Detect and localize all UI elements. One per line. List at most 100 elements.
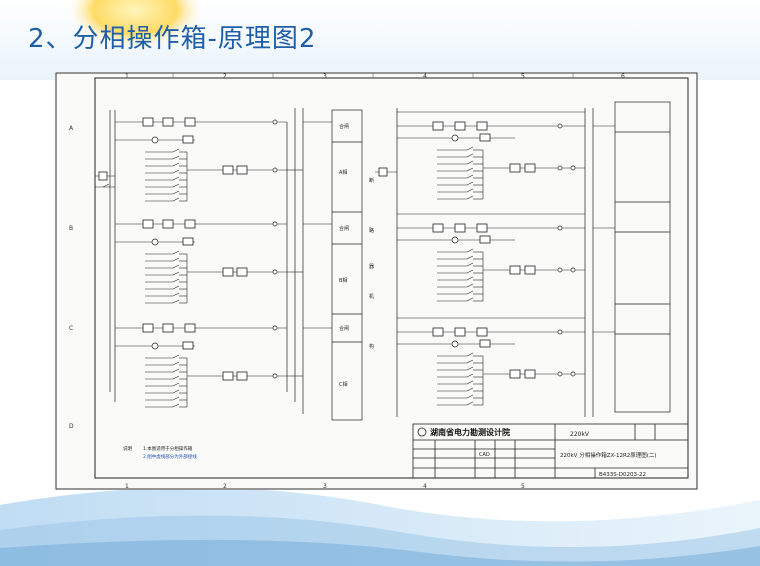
terminal <box>557 165 563 171</box>
vertical-text-5: 构 <box>369 343 374 350</box>
switch-contact <box>172 403 180 408</box>
grid-col-6: 6 <box>621 73 625 80</box>
terminal <box>272 221 278 227</box>
relay-coil <box>162 323 174 333</box>
note-line-2: 2.图中虚线部分为外部接线 <box>143 453 197 460</box>
switch-contact <box>172 264 180 269</box>
title-block <box>412 423 689 479</box>
terminal <box>557 225 563 231</box>
terminal <box>570 267 576 273</box>
relay-coil <box>524 163 536 173</box>
switch-contact <box>172 375 180 380</box>
title-block-org: 湖南省电力勘测设计院 <box>430 427 510 437</box>
title-block-project: 220kV 分相操作箱ZX-12R2原理图(二) <box>560 451 657 459</box>
box-label-b: 合闸 <box>339 225 349 232</box>
title-block-voltage: 220kV <box>570 431 590 438</box>
relay-coil <box>479 339 491 348</box>
operation-box-column <box>331 109 363 421</box>
slide-title: 2、分相操作箱-原理图2 <box>28 24 317 54</box>
switch-contact <box>466 366 474 371</box>
switch-contact <box>466 153 474 158</box>
relay-coil <box>142 323 154 333</box>
switch-contact <box>172 285 180 290</box>
switch-contact <box>466 276 474 281</box>
relay-coil <box>524 265 536 275</box>
switch-contact <box>172 278 180 283</box>
switch-contact <box>172 292 180 297</box>
grid-column-labels: 1 2 3 4 5 6 <box>125 73 625 80</box>
left-circuit-group <box>109 108 304 414</box>
grid-col-4-bottom: 4 <box>423 483 427 490</box>
terminal <box>557 267 563 273</box>
relay-coil <box>222 371 234 381</box>
switch-contact <box>466 401 474 406</box>
phase-label-c: C相 <box>339 381 348 388</box>
switch-contact <box>466 373 474 378</box>
vertical-text-3: 器 <box>369 264 374 270</box>
switch-contact <box>172 162 180 167</box>
indicator-lamp <box>151 342 159 350</box>
terminal <box>272 119 278 125</box>
grid-row-c: C <box>69 325 73 332</box>
note-title: 说明 <box>123 445 132 452</box>
fuse <box>98 171 108 181</box>
switch-contact <box>466 283 474 288</box>
grid-row-b: B <box>69 225 73 232</box>
relay-coil <box>162 117 174 127</box>
switch-contact <box>172 382 180 387</box>
grid-col-3-bottom: 3 <box>323 483 327 490</box>
terminal <box>557 329 563 335</box>
relay-coil <box>454 121 466 131</box>
switch-contact <box>172 250 180 255</box>
terminal <box>570 165 576 171</box>
relay-coil <box>184 323 196 333</box>
switch-contact <box>466 380 474 385</box>
switch-contact <box>172 368 180 373</box>
grid-row-labels: A B C D <box>69 125 74 430</box>
indicator-lamp <box>151 238 159 246</box>
relay-coil <box>476 327 488 337</box>
title-block-drawing-no: B433S-D0203-22 <box>599 472 646 478</box>
grid-col-1-bottom: 1 <box>125 483 129 490</box>
relay-coil <box>479 235 491 244</box>
title-block-cad: CAD <box>479 452 490 458</box>
grid-col-3: 3 <box>323 73 327 80</box>
grid-row-a: A <box>69 125 74 132</box>
switch-contact <box>466 195 474 200</box>
switch-contact <box>172 169 180 174</box>
relay-coil <box>509 265 521 275</box>
phase-label-b: B相 <box>339 277 347 284</box>
switch-contact <box>172 148 180 153</box>
relay-coil <box>162 219 174 229</box>
circuit-lines <box>95 111 615 408</box>
switch-contact <box>172 155 180 160</box>
relay-coil <box>236 165 248 175</box>
switch-contact <box>466 174 474 179</box>
switch-contact <box>172 354 180 359</box>
relay-coil <box>509 369 521 379</box>
switch-contact <box>466 248 474 253</box>
switch-contact <box>172 190 180 195</box>
switch-contact <box>466 387 474 392</box>
box-label-c: 合闸 <box>339 325 349 332</box>
relay-coil <box>454 327 466 337</box>
relay-coil <box>236 371 248 381</box>
switch-contact <box>172 257 180 262</box>
org-logo-icon <box>417 427 427 437</box>
note-line-1: 1.本图适用于分相操作箱 <box>143 445 193 452</box>
switch-contact <box>172 361 180 366</box>
relay-coil <box>184 117 196 127</box>
relay-coil <box>454 223 466 233</box>
switch-contact <box>172 299 180 304</box>
fuse <box>378 167 388 177</box>
box-label-a: 合闸 <box>339 123 349 130</box>
switch-contact <box>466 146 474 151</box>
switch-contact <box>172 183 180 188</box>
grid-col-2-bottom: 2 <box>223 483 227 490</box>
vertical-text-2: 路 <box>369 227 374 234</box>
relay-coil <box>509 163 521 173</box>
relay-coil <box>432 327 444 337</box>
indicator-lamp <box>451 236 459 244</box>
relay-coil <box>222 165 234 175</box>
relay-coil <box>432 121 444 131</box>
